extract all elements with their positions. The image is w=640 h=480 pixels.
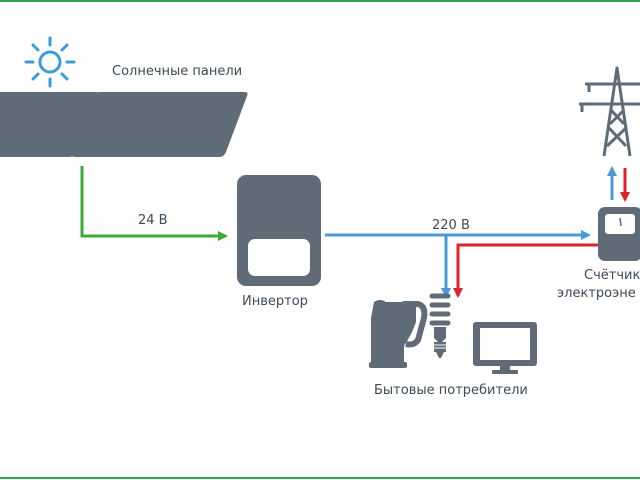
inverter-icon bbox=[237, 175, 321, 286]
household-consumers-label: Бытовые потребители bbox=[374, 383, 528, 398]
grid-flow-line bbox=[453, 243, 605, 298]
solar-panel-icon bbox=[0, 92, 248, 157]
meter-label-line1: Счётчик bbox=[584, 268, 640, 283]
meter-icon bbox=[598, 207, 640, 261]
lamp-icon bbox=[429, 293, 451, 358]
dc-voltage-label: 24 В bbox=[138, 213, 168, 228]
power-tower-icon bbox=[579, 66, 640, 157]
dc-flow-line bbox=[80, 166, 228, 241]
kettle-icon bbox=[369, 300, 428, 368]
sun-icon bbox=[24, 36, 76, 88]
inverter-label: Инвертор bbox=[242, 294, 308, 309]
solar-panels-label: Солнечные панели bbox=[112, 64, 243, 79]
ac-voltage-label: 220 В bbox=[432, 218, 470, 233]
monitor-icon bbox=[473, 322, 537, 374]
meter-label-line2: электроэне bbox=[557, 286, 636, 301]
